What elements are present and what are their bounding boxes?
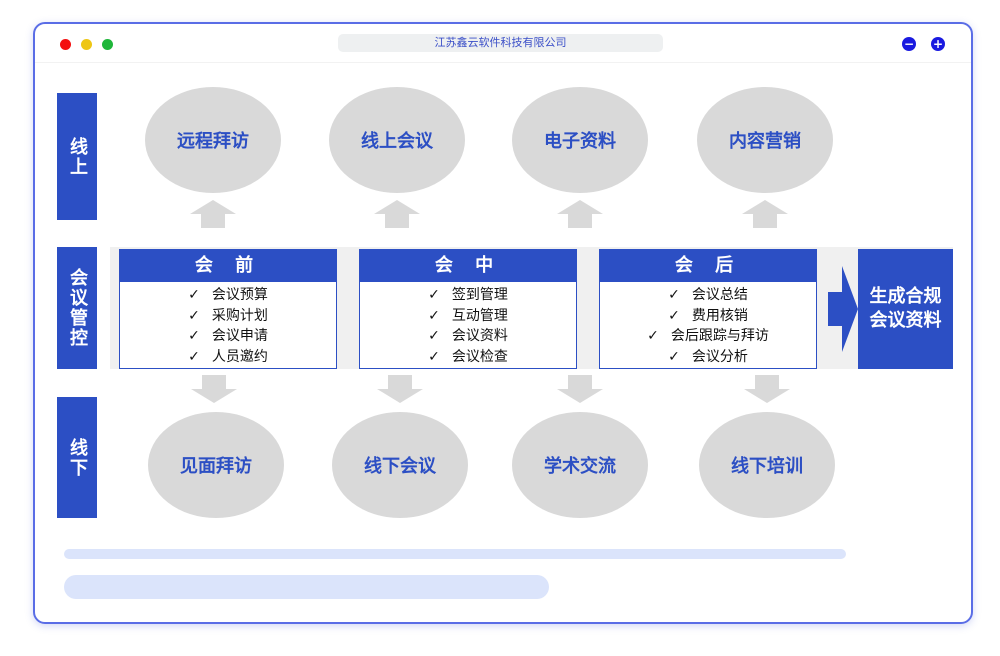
offline-channel-label: 见面拜访 [180, 456, 252, 477]
zoom-window-button[interactable] [102, 39, 113, 50]
offline-channel-label: 线下培训 [731, 456, 803, 477]
checklist-item: ✓ 互动管理 [360, 306, 576, 327]
phase-title: 会 中 [360, 250, 576, 282]
checklist-item-label: 互动管理 [451, 307, 508, 324]
phase-after: 会 后 ✓ 会议总结 ✓ 费用核销 ✓ 会后跟踪与拜访 ✓ 会议分析 [599, 249, 817, 369]
online-channel: 电子资料 [512, 87, 648, 193]
row-label-offline: 线下 [57, 397, 97, 518]
up-arrow-icon [557, 200, 603, 228]
result-box: 生成合规会议资料 [858, 249, 953, 369]
placeholder-bar [64, 549, 846, 559]
up-arrow-icon [742, 200, 788, 228]
zoom-out-button[interactable]: − [902, 37, 916, 51]
phase-title: 会 前 [120, 250, 336, 282]
phase-before: 会 前 ✓ 会议预算 ✓ 采购计划 ✓ 会议申请 ✓ 人员邀约 [119, 249, 337, 369]
row-label-control: 会议管控 [57, 247, 97, 369]
checklist-item: ✓ 会议申请 [120, 326, 336, 347]
right-arrow-icon [828, 266, 858, 352]
checklist-item: ✓ 会议检查 [360, 347, 576, 368]
online-channel-label: 内容营销 [729, 131, 801, 152]
checklist-item: ✓ 会议预算 [120, 285, 336, 306]
titlebar-divider [35, 62, 971, 63]
checklist-item-label: 会议总结 [691, 287, 748, 303]
check-icon: ✓ [668, 287, 680, 303]
minimize-window-button[interactable] [81, 39, 92, 50]
check-icon: ✓ [428, 307, 440, 324]
online-channel-label: 电子资料 [544, 131, 616, 152]
checklist-item-label: 费用核销 [691, 307, 748, 324]
check-icon: ✓ [428, 348, 440, 365]
checklist-item: ✓ 费用核销 [600, 306, 816, 327]
offline-channel: 见面拜访 [148, 412, 284, 518]
check-icon: ✓ [647, 328, 659, 344]
online-channel-label: 线上会议 [361, 131, 433, 152]
zoom-in-button[interactable]: + [931, 37, 945, 51]
app-window [33, 22, 973, 624]
offline-channel: 线下培训 [699, 412, 835, 518]
checklist-item: ✓ 会议分析 [600, 347, 816, 368]
online-channel: 线上会议 [329, 87, 465, 193]
check-icon: ✓ [428, 328, 440, 344]
checklist-item-label: 会议分析 [691, 348, 748, 365]
offline-channel-label: 学术交流 [544, 456, 616, 477]
checklist-item: ✓ 会议资料 [360, 326, 576, 347]
check-icon: ✓ [188, 328, 200, 344]
online-channel-label: 远程拜访 [177, 131, 249, 152]
checklist-item-label: 采购计划 [211, 307, 268, 324]
check-icon: ✓ [188, 307, 200, 324]
checklist-item-label: 会议资料 [451, 328, 508, 344]
checklist-item-label: 会议检查 [451, 348, 508, 365]
check-icon: ✓ [668, 348, 680, 365]
up-arrow-icon [190, 200, 236, 228]
checklist-item: ✓ 人员邀约 [120, 347, 336, 368]
check-icon: ✓ [668, 307, 680, 324]
offline-channel-label: 线下会议 [364, 456, 436, 477]
up-arrow-icon [374, 200, 420, 228]
offline-channel: 线下会议 [332, 412, 468, 518]
result-text: 生成合规会议资料 [869, 286, 942, 331]
checklist-item: ✓ 签到管理 [360, 285, 576, 306]
down-arrow-icon [191, 375, 237, 403]
row-label-online: 线上 [57, 93, 97, 220]
close-window-button[interactable] [60, 39, 71, 50]
checklist-item-label: 会议预算 [211, 287, 268, 303]
down-arrow-icon [744, 375, 790, 403]
down-arrow-icon [557, 375, 603, 403]
offline-channel: 学术交流 [512, 412, 648, 518]
check-icon: ✓ [188, 348, 200, 365]
checklist-item: ✓ 会议总结 [600, 285, 816, 306]
checklist-item: ✓ 会后跟踪与拜访 [600, 326, 816, 347]
checklist-item-label: 会后跟踪与拜访 [670, 328, 769, 344]
online-channel: 远程拜访 [145, 87, 281, 193]
down-arrow-icon [377, 375, 423, 403]
address-bar[interactable]: 江苏鑫云软件科技有限公司 [338, 34, 663, 52]
checklist-item-label: 人员邀约 [211, 348, 268, 365]
phase-title: 会 后 [600, 250, 816, 282]
phase-during: 会 中 ✓ 签到管理 ✓ 互动管理 ✓ 会议资料 ✓ 会议检查 [359, 249, 577, 369]
check-icon: ✓ [428, 287, 440, 303]
online-channel: 内容营销 [697, 87, 833, 193]
checklist-item-label: 签到管理 [451, 287, 508, 303]
checklist-item-label: 会议申请 [211, 328, 268, 344]
placeholder-bar [64, 575, 549, 599]
checklist-item: ✓ 采购计划 [120, 306, 336, 327]
check-icon: ✓ [188, 287, 200, 303]
